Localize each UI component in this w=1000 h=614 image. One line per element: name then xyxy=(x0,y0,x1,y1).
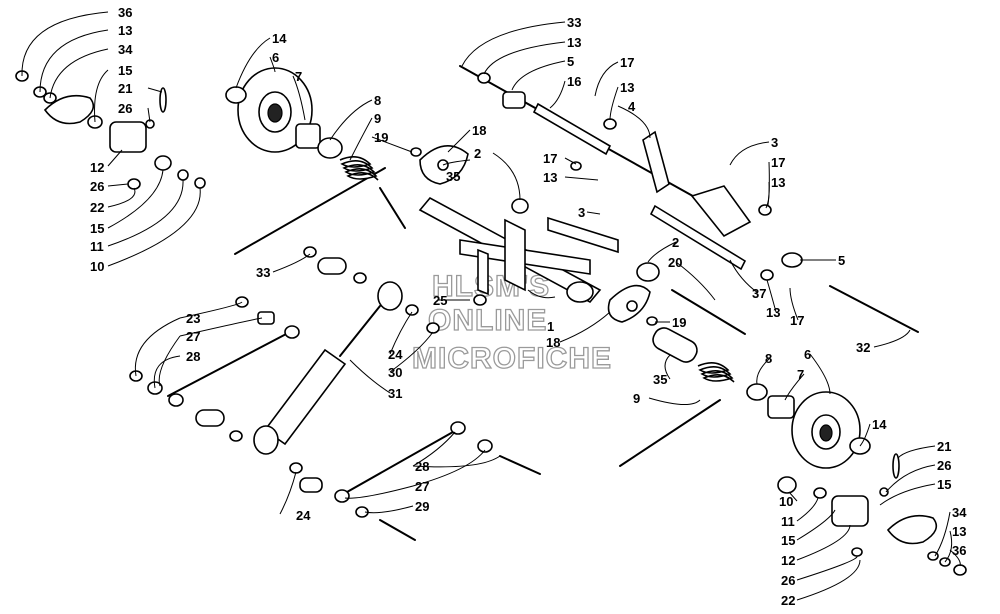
callouts: 36 13 34 15 21 26 12 26 22 15 11 10 14 6… xyxy=(90,5,967,608)
callout-16: 16 xyxy=(567,74,581,89)
torsion-spring-left xyxy=(339,156,406,229)
callout-10-lower: 10 xyxy=(779,494,793,509)
spring-arm-left xyxy=(234,167,386,255)
callout-33-upper: 33 xyxy=(567,15,581,30)
callout-13-upper-left: 13 xyxy=(118,23,132,38)
callout-6-upper: 6 xyxy=(272,50,279,65)
callout-17-right: 17 xyxy=(771,155,785,170)
callout-13-right-lower: 13 xyxy=(766,305,780,320)
callout-7-upper: 7 xyxy=(295,69,302,84)
callout-26-lower: 26 xyxy=(937,458,951,473)
callout-29: 29 xyxy=(415,499,429,514)
callout-28-lower: 28 xyxy=(415,459,429,474)
callout-22-lower: 22 xyxy=(781,593,795,608)
shock-absorber xyxy=(253,246,487,455)
callout-11-upper: 11 xyxy=(90,239,104,254)
callout-34-upper: 34 xyxy=(118,42,133,57)
callout-15-lower-right: 15 xyxy=(937,477,951,492)
callout-17-mid: 17 xyxy=(543,151,557,166)
spring-arm-right xyxy=(619,399,721,467)
leader-lines xyxy=(21,11,961,601)
callout-10-upper: 10 xyxy=(90,259,104,274)
callout-32: 32 xyxy=(856,340,870,355)
upper-shafts xyxy=(459,65,919,335)
callout-36-lower: 36 xyxy=(952,543,966,558)
callout-27-left: 27 xyxy=(186,329,200,344)
callout-34-lower: 34 xyxy=(952,505,967,520)
callout-9-lower: 9 xyxy=(633,391,640,406)
callout-3-mid: 3 xyxy=(578,205,585,220)
lower-arm-right xyxy=(289,421,541,541)
callout-25: 25 xyxy=(433,293,447,308)
callout-13-upper-mid: 13 xyxy=(567,35,581,50)
callout-28-left: 28 xyxy=(186,349,200,364)
callout-8-upper: 8 xyxy=(374,93,381,108)
pivot-frame xyxy=(410,145,660,326)
callout-13-right: 13 xyxy=(771,175,785,190)
callout-17-right-lower: 17 xyxy=(790,313,804,328)
callout-27-lower: 27 xyxy=(415,479,429,494)
callout-24-lower: 24 xyxy=(296,508,311,523)
callout-24-upper: 24 xyxy=(388,347,403,362)
callout-35-lower: 35 xyxy=(653,372,667,387)
watermark-line-2: ONLINE xyxy=(428,304,547,337)
callout-21-upper: 21 xyxy=(118,81,132,96)
callout-13-upper-right: 13 xyxy=(620,80,634,95)
callout-5-right: 5 xyxy=(838,253,845,268)
parts-artwork xyxy=(15,65,967,576)
callout-36-upper: 36 xyxy=(118,5,132,20)
callout-2-upper: 2 xyxy=(474,146,481,161)
callout-26-upper: 26 xyxy=(118,101,132,116)
callout-1: 1 xyxy=(547,319,554,334)
watermark-line-3: MICROFICHE xyxy=(412,342,612,375)
callout-19-right: 19 xyxy=(672,315,686,330)
callout-26-lower-2: 26 xyxy=(781,573,795,588)
callout-20: 20 xyxy=(668,255,682,270)
callout-12-lower: 12 xyxy=(781,553,795,568)
callout-19-upper: 19 xyxy=(374,130,388,145)
callout-15-lower: 15 xyxy=(781,533,795,548)
callout-37: 37 xyxy=(752,286,766,301)
callout-18-upper: 18 xyxy=(472,123,486,138)
callout-7-lower: 7 xyxy=(797,367,804,382)
callout-14-lower: 14 xyxy=(872,417,887,432)
callout-31: 31 xyxy=(388,386,402,401)
callout-9-upper: 9 xyxy=(374,111,381,126)
callout-26-upper-2: 26 xyxy=(90,179,104,194)
callout-22-upper: 22 xyxy=(90,200,104,215)
callout-15-upper-2: 15 xyxy=(90,221,104,236)
callout-13-lower-right: 13 xyxy=(952,524,966,539)
idler-wheel-upper xyxy=(225,67,343,159)
callout-30: 30 xyxy=(388,365,402,380)
wheel-cap-upper xyxy=(225,86,247,104)
callout-13-mid: 13 xyxy=(543,170,557,185)
callout-15-upper-left: 15 xyxy=(118,63,132,78)
callout-17-upper: 17 xyxy=(620,55,634,70)
callout-14-upper: 14 xyxy=(272,31,287,46)
callout-18-right: 18 xyxy=(546,335,560,350)
callout-8-lower: 8 xyxy=(765,351,772,366)
callout-3-upper-right: 3 xyxy=(771,135,778,150)
idler-wheel-lower xyxy=(767,391,871,469)
callout-33-left: 33 xyxy=(256,265,270,280)
callout-11-lower: 11 xyxy=(781,514,795,529)
callout-5-upper: 5 xyxy=(567,54,574,69)
torsion-spring-right xyxy=(652,327,768,401)
callout-35-upper: 35 xyxy=(446,169,460,184)
hub-assembly-left xyxy=(15,70,206,190)
callout-4: 4 xyxy=(628,99,636,114)
callout-6-lower: 6 xyxy=(804,347,811,362)
callout-2-right: 2 xyxy=(672,235,679,250)
callout-23: 23 xyxy=(186,311,200,326)
callout-21-lower: 21 xyxy=(937,439,951,454)
watermark: HLSM'S ONLINE MICROFICHE xyxy=(411,269,612,375)
callout-12-upper: 12 xyxy=(90,160,104,175)
watermark-line-1: HLSM'S xyxy=(432,270,550,303)
